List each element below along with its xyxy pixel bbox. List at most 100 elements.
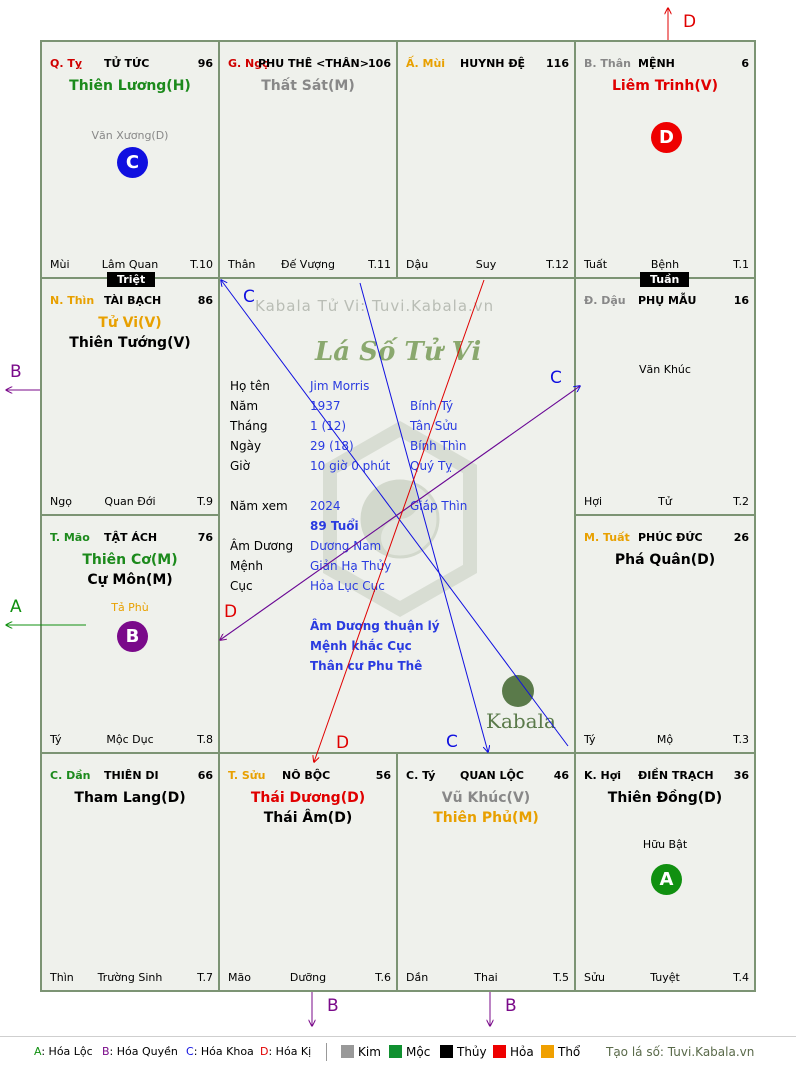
arrow-label: C <box>243 287 255 307</box>
arrow-label: D <box>683 12 697 32</box>
element-legend-item: Thổ <box>541 1045 580 1059</box>
note: Âm Dương thuận lý <box>310 619 440 633</box>
transform-badge: A <box>651 864 682 895</box>
info-extra: Quý Tỵ <box>410 459 453 473</box>
legend-item: B: Hóa Quyền <box>102 1045 178 1058</box>
main-star: Tử Vi(V) <box>98 315 162 331</box>
main-star: Liêm Trinh(V) <box>612 78 718 94</box>
element-swatch-icon <box>493 1045 506 1058</box>
bottom-stage: Tử <box>658 495 672 508</box>
transform-badge: B <box>117 621 148 652</box>
site-watermark: Kabala Tử Vi: Tuvi.Kabala.vn <box>255 297 495 315</box>
palace-age: 76 <box>197 531 213 544</box>
info-value: 29 (18) <box>310 439 354 453</box>
bottom-stage: Quan Đới <box>104 495 156 508</box>
main-star: Thiên Cơ(M) <box>82 552 178 568</box>
ki-line-2 <box>314 279 485 762</box>
tuan-tag: Tuần <box>640 272 690 287</box>
palace-age: 16 <box>733 294 749 307</box>
info-extra: Bính Tý <box>410 399 454 413</box>
note: Thân cư Phu Thê <box>310 659 423 673</box>
palace-name: TẬT ÁCH <box>104 531 158 544</box>
khoa-line-2 <box>359 282 488 752</box>
bottom-stage: Lâm Quan <box>101 258 159 271</box>
palace-position: T. Sửu <box>228 769 266 782</box>
palace-name: PHỤ MẪU <box>638 294 697 307</box>
palace-age: 106 <box>368 57 391 70</box>
legend-key: B <box>102 1045 110 1058</box>
palace-age: 6 <box>741 57 749 70</box>
bottom-branch: Tuất <box>584 258 608 271</box>
palace-age: 36 <box>733 769 749 782</box>
bottom-range: T.12 <box>546 258 569 271</box>
arrow-label: D <box>336 733 350 753</box>
bottom-range: T.11 <box>368 258 391 271</box>
bottom-range: T.3 <box>733 733 749 746</box>
chart-title: Lá Số Tử Vi <box>315 337 482 367</box>
triet-tag: Triệt <box>107 272 156 287</box>
main-star: Thái Âm(D) <box>263 810 353 826</box>
palace-name: TỬ TỨC <box>104 57 150 70</box>
bottom-range: T.10 <box>190 258 213 271</box>
legend-item: A: Hóa Lộc <box>34 1045 93 1058</box>
transform-badge: C <box>117 147 148 178</box>
arrow-label: B <box>327 996 339 1016</box>
info-label: Năm xem <box>230 499 288 513</box>
bottom-range: T.2 <box>733 495 749 508</box>
kabala-logo-icon <box>502 675 534 707</box>
palace-name: THIÊN DI <box>104 769 159 782</box>
bottom-stage: Mộ <box>656 733 674 746</box>
note: Mệnh khắc Cục <box>310 639 412 653</box>
main-star: Thái Dương(D) <box>250 790 366 806</box>
element-swatch-icon <box>341 1045 354 1058</box>
palace-name: QUAN LỘC <box>460 769 524 782</box>
element-name: Thủy <box>457 1045 487 1059</box>
arrow-label: B <box>10 362 22 382</box>
element-swatch-icon <box>440 1045 453 1058</box>
info-label: Tháng <box>230 419 268 433</box>
palace-name: PHÚC ĐỨC <box>638 531 703 544</box>
element-name: Hỏa <box>510 1045 534 1059</box>
bottom-range: T.8 <box>197 733 213 746</box>
legend-desc: : Hóa Quyền <box>109 1045 178 1058</box>
palace-age: 56 <box>375 769 391 782</box>
element-swatch-icon <box>389 1045 402 1058</box>
legend-desc: : Hóa Lộc <box>41 1045 93 1058</box>
element-swatch-icon <box>541 1045 554 1058</box>
arrow-label: D <box>224 602 238 622</box>
palace-position: G. Ngọ <box>228 57 270 70</box>
legend-key: C <box>186 1045 194 1058</box>
bottom-branch: Tý <box>584 733 596 746</box>
bottom-branch: Mùi <box>50 258 70 271</box>
info-label: Ngày <box>230 439 262 453</box>
info-label: Âm Dương <box>230 539 294 553</box>
palace-age: 86 <box>197 294 213 307</box>
bottom-range: T.1 <box>733 258 749 271</box>
palace-position: C. Dần <box>50 769 91 782</box>
info-value: 2024 <box>310 499 341 513</box>
minor-star: Hữu Bật <box>642 838 688 851</box>
legend-site-link[interactable]: Tạo lá số: Tuvi.Kabala.vn <box>606 1045 755 1059</box>
palace-name: NÔ BỘC <box>282 769 331 782</box>
bottom-branch: Dần <box>406 971 429 984</box>
info-value: 10 giờ 0 phút <box>310 459 391 473</box>
legend-divider <box>326 1043 327 1061</box>
main-star: Thiên Lương(H) <box>69 78 191 94</box>
palace-position: C. Tý <box>406 769 436 782</box>
palace-position: Q. Tỵ <box>50 57 83 70</box>
info-extra: Giáp Thìn <box>410 499 468 513</box>
palace-age: 116 <box>546 57 569 70</box>
